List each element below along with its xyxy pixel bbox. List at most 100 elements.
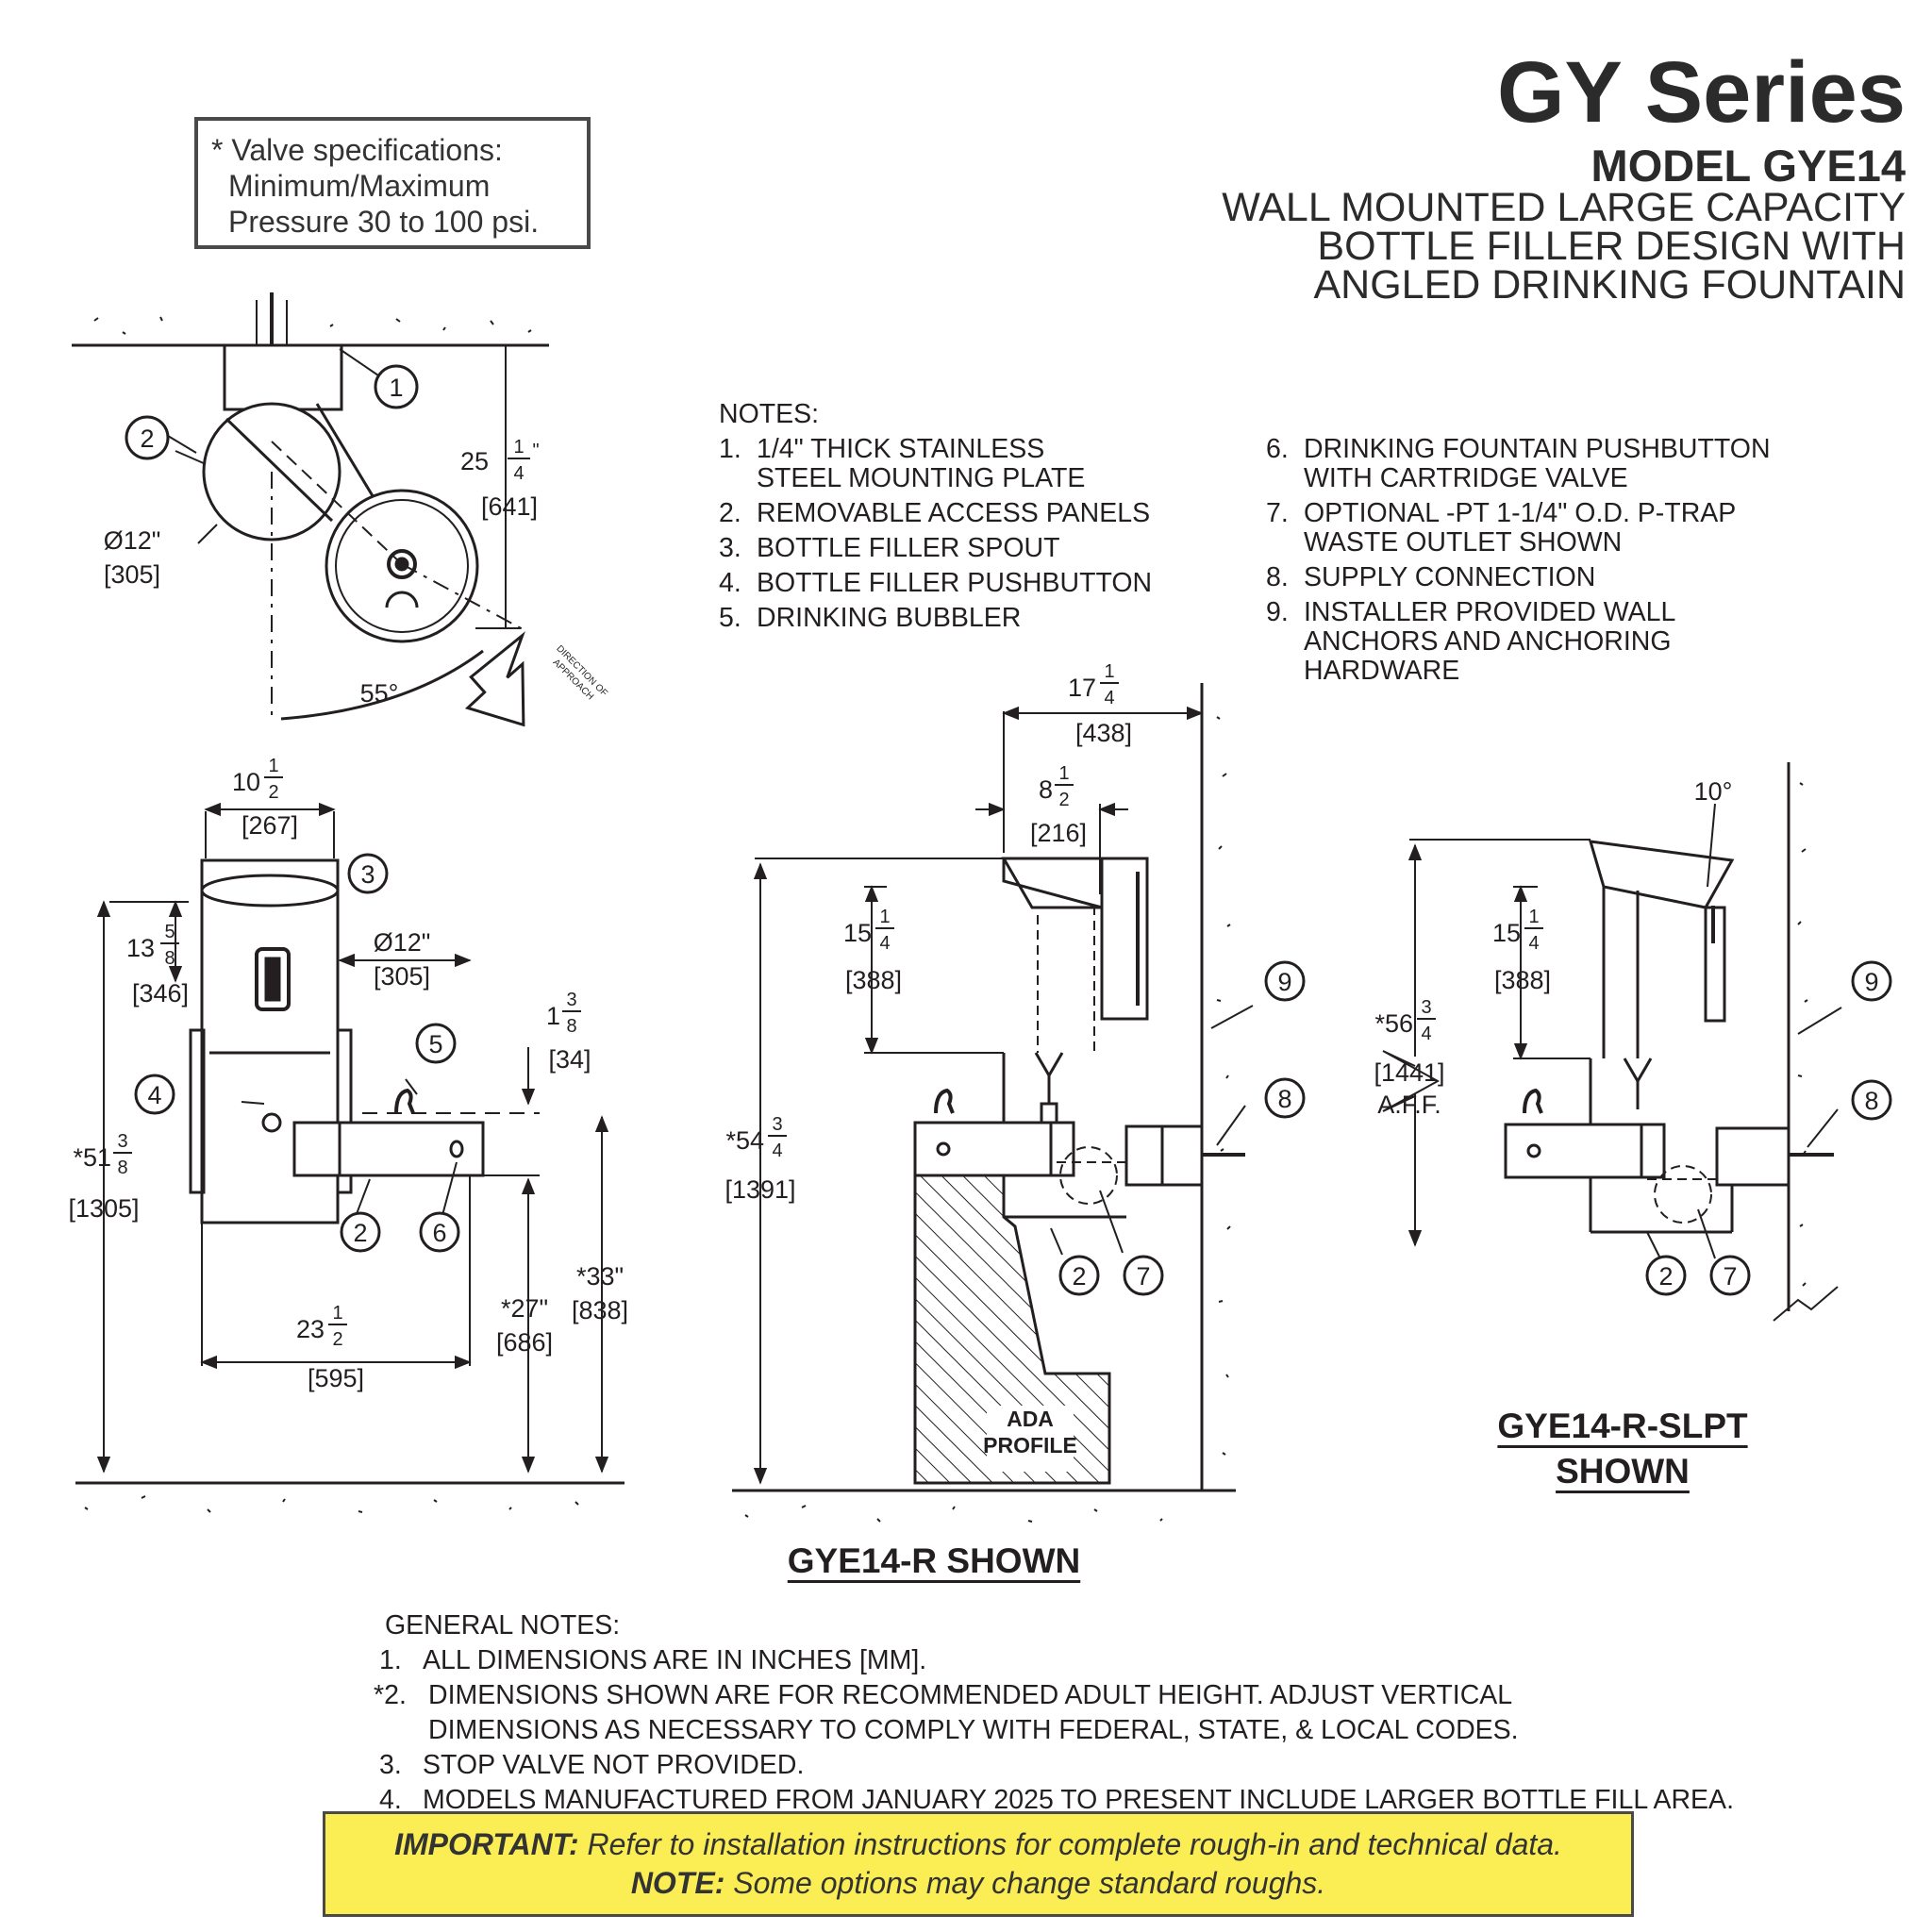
note-number: 3. <box>379 1750 402 1780</box>
note-text: HARDWARE <box>1304 656 1460 686</box>
note-text: DIMENSIONS SHOWN ARE FOR RECOMMENDED ADU… <box>428 1680 1513 1710</box>
dim-inch-mark: " <box>532 441 539 461</box>
callout-label: 2 <box>140 425 154 453</box>
callout-label: 2 <box>353 1219 367 1247</box>
callout-7 <box>1709 1255 1751 1296</box>
dim-mm: [838] <box>572 1296 628 1324</box>
dim-fraction-num: 3 <box>1421 997 1431 1018</box>
dim-fraction-num: 3 <box>566 990 576 1010</box>
note-text: Some options may change standard roughs. <box>724 1866 1326 1900</box>
fountain-basin <box>913 1121 1075 1177</box>
note-number: 4. <box>379 1785 402 1815</box>
caption-gye14-r-slpt: GYE14-R-SLPT SHOWN <box>1443 1404 1802 1494</box>
angle-label: 10° <box>1694 777 1733 806</box>
dim-mm: [1391] <box>724 1175 795 1204</box>
dim-fraction-num: 3 <box>772 1114 782 1135</box>
callout-3 <box>347 853 389 894</box>
note-number: 1. <box>719 434 741 464</box>
note-text: WITH CARTRIDGE VALVE <box>1304 463 1628 493</box>
dim-mm: [595] <box>308 1364 364 1392</box>
general-notes: GENERAL NOTES: 1. ALL DIMENSIONS ARE IN … <box>374 1608 1851 1818</box>
callout-label: 4 <box>147 1081 161 1109</box>
dim-fraction-den: 8 <box>164 948 175 969</box>
note-text: STOP VALVE NOT PROVIDED. <box>423 1750 805 1780</box>
note-number: 2. <box>719 498 741 528</box>
dim-mm: [346] <box>132 979 189 1008</box>
top-view-plan <box>72 292 549 727</box>
dim-fraction-den: 4 <box>1528 933 1539 954</box>
dim-fraction-den: 8 <box>117 1158 127 1178</box>
callout-2 <box>340 1211 381 1253</box>
note-text: ANCHORS AND ANCHORING <box>1304 626 1672 657</box>
dim-value: 13 <box>126 934 155 962</box>
valve-spec-line: Minimum/Maximum <box>228 169 491 203</box>
aff-label: A.F.F. <box>1377 1091 1441 1119</box>
dim-value: 23 <box>296 1315 325 1343</box>
dim-fraction-num: 3 <box>117 1131 127 1152</box>
general-note-item: 4. MODELS MANUFACTURED FROM JANUARY 2025… <box>379 1783 1851 1818</box>
callout-label: 8 <box>1864 1087 1878 1115</box>
callout-label: 8 <box>1277 1085 1291 1113</box>
dim-mm: [305] <box>374 962 430 991</box>
note-text: DRINKING FOUNTAIN PUSHBUTTON <box>1304 434 1771 464</box>
note-text: INSTALLER PROVIDED WALL <box>1304 597 1676 627</box>
dim-mm: [388] <box>845 966 902 994</box>
dim-mm: [438] <box>1075 719 1132 747</box>
note-text: OPTIONAL -PT 1-1/4" O.D. P-TRAP <box>1304 498 1737 528</box>
valve-spec-line: Pressure 30 to 100 psi. <box>228 205 540 239</box>
callout-2 <box>1645 1255 1687 1296</box>
callout-label: 2 <box>1658 1262 1673 1291</box>
notes-heading: NOTES: <box>719 399 820 429</box>
note-text: REMOVABLE ACCESS PANELS <box>757 498 1151 528</box>
callout-label: 6 <box>432 1219 446 1247</box>
fountain-basin <box>1504 1123 1666 1179</box>
important-text: Refer to installation instructions for c… <box>578 1827 1562 1861</box>
dim-value: 1 <box>546 1002 560 1030</box>
important-notice: IMPORTANT: Refer to installation instruc… <box>323 1811 1634 1917</box>
dim-fraction-num: 1 <box>879 907 890 927</box>
callout-label: 7 <box>1723 1262 1737 1291</box>
note-text: ALL DIMENSIONS ARE IN INCHES [MM]. <box>423 1645 927 1675</box>
dim-mm: [1305] <box>68 1194 139 1223</box>
dim-mm: [305] <box>104 560 160 589</box>
note-number: 5. <box>719 603 741 633</box>
dim-value: Ø12" <box>374 928 431 957</box>
callout-5 <box>415 1023 457 1064</box>
dim-value: *33" <box>576 1262 624 1291</box>
dim-fraction-num: 1 <box>1104 661 1114 682</box>
note-number: 8. <box>1266 562 1289 592</box>
dim-value: *56 <box>1374 1009 1413 1038</box>
note-item: 5. DRINKING BUBBLER <box>719 604 1152 633</box>
note-number: 9. <box>1266 597 1289 627</box>
note-number: 6. <box>1266 434 1289 464</box>
series-title: GY Series <box>1496 44 1906 141</box>
model-title: MODEL GYE14 <box>1591 141 1906 191</box>
subtitle-line: BOTTLE FILLER DESIGN WITH <box>1317 224 1906 269</box>
caption-line: SHOWN <box>1556 1452 1690 1491</box>
valve-spec-line: * Valve specifications: <box>211 133 503 167</box>
dim-fraction-den: 2 <box>332 1329 342 1350</box>
dim-fraction-den: 4 <box>879 933 890 954</box>
general-note-item: 1. ALL DIMENSIONS ARE IN INCHES [MM]. <box>379 1643 1851 1678</box>
dim-fraction-num: 1 <box>1058 763 1069 784</box>
dim-value: 17 <box>1068 674 1096 702</box>
dim-fraction-num: 1 <box>1528 907 1539 927</box>
callout-6 <box>419 1211 460 1253</box>
dim-value: *27" <box>501 1294 548 1323</box>
callout-9 <box>1264 960 1306 1002</box>
dim-mm: [686] <box>496 1328 553 1357</box>
subtitle-line: WALL MOUNTED LARGE CAPACITY <box>1222 185 1906 230</box>
note-item: 2. REMOVABLE ACCESS PANELS <box>719 499 1152 528</box>
note-text: SUPPLY CONNECTION <box>1304 562 1596 592</box>
dim-mm: [216] <box>1030 819 1087 847</box>
dim-value: Ø12" <box>104 526 161 555</box>
bottle-filler-pushbutton <box>255 947 291 1011</box>
dim-value: 25 <box>460 447 489 475</box>
dim-fraction-num: 1 <box>332 1303 342 1324</box>
